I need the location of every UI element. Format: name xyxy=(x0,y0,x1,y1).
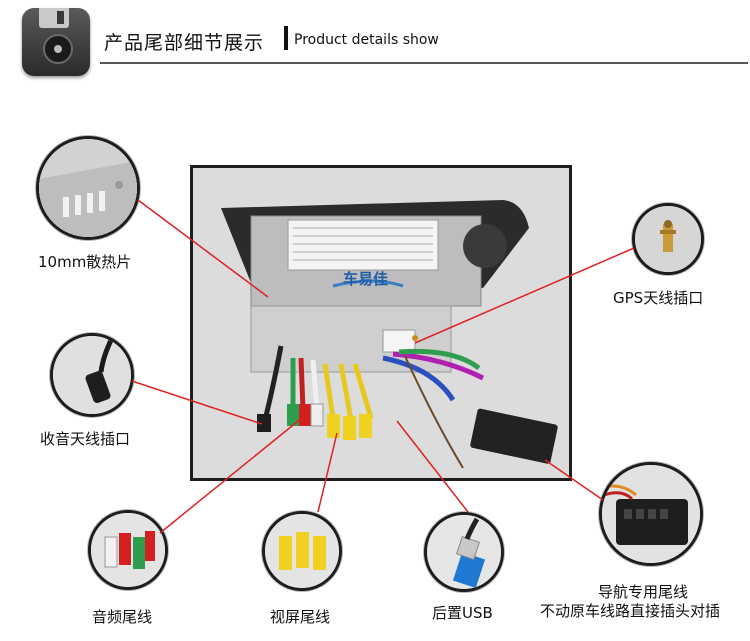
callout-line-gps xyxy=(414,247,635,344)
nav-harness-note: 不动原车线路直接插头对插 xyxy=(540,602,721,620)
brand-logo: 车易佳 xyxy=(343,270,388,288)
heatsink-label: 10mm散热片 xyxy=(38,253,132,271)
page-title: 产品尾部细节展示 xyxy=(104,32,265,54)
callout-line-video xyxy=(317,432,338,513)
callout-line-usb xyxy=(396,420,469,513)
radio-antenna-label: 收音天线插口 xyxy=(40,430,131,448)
callout-line-audio xyxy=(159,416,304,534)
nav-harness-detail-circle xyxy=(599,462,703,566)
product-rear-photo: 车易佳 xyxy=(190,165,572,481)
nav-harness-label: 导航专用尾线 xyxy=(598,583,689,601)
title-divider xyxy=(284,26,288,50)
page-header: 产品尾部细节展示 Product details show xyxy=(0,0,750,80)
floppy-disk-icon xyxy=(22,8,90,76)
callout-line-heatsink xyxy=(137,199,269,298)
video-cable-detail-circle xyxy=(262,511,342,591)
gps-port-detail-circle xyxy=(632,203,704,275)
heatsink-detail-circle xyxy=(36,136,140,240)
usb-label: 后置USB xyxy=(432,604,493,622)
callout-line-nav xyxy=(544,459,604,501)
page-subtitle: Product details show xyxy=(294,32,439,48)
gps-port-label: GPS天线插口 xyxy=(613,289,704,307)
audio-cable-detail-circle xyxy=(88,510,168,590)
radio-antenna-detail-circle xyxy=(50,333,134,417)
head-unit-illustration: 车易佳 xyxy=(193,168,569,478)
usb-detail-circle xyxy=(424,512,504,592)
header-underline xyxy=(100,62,748,64)
callout-line-radio xyxy=(131,380,263,425)
audio-cable-label: 音频尾线 xyxy=(92,608,153,626)
video-cable-label: 视屏尾线 xyxy=(270,608,331,626)
